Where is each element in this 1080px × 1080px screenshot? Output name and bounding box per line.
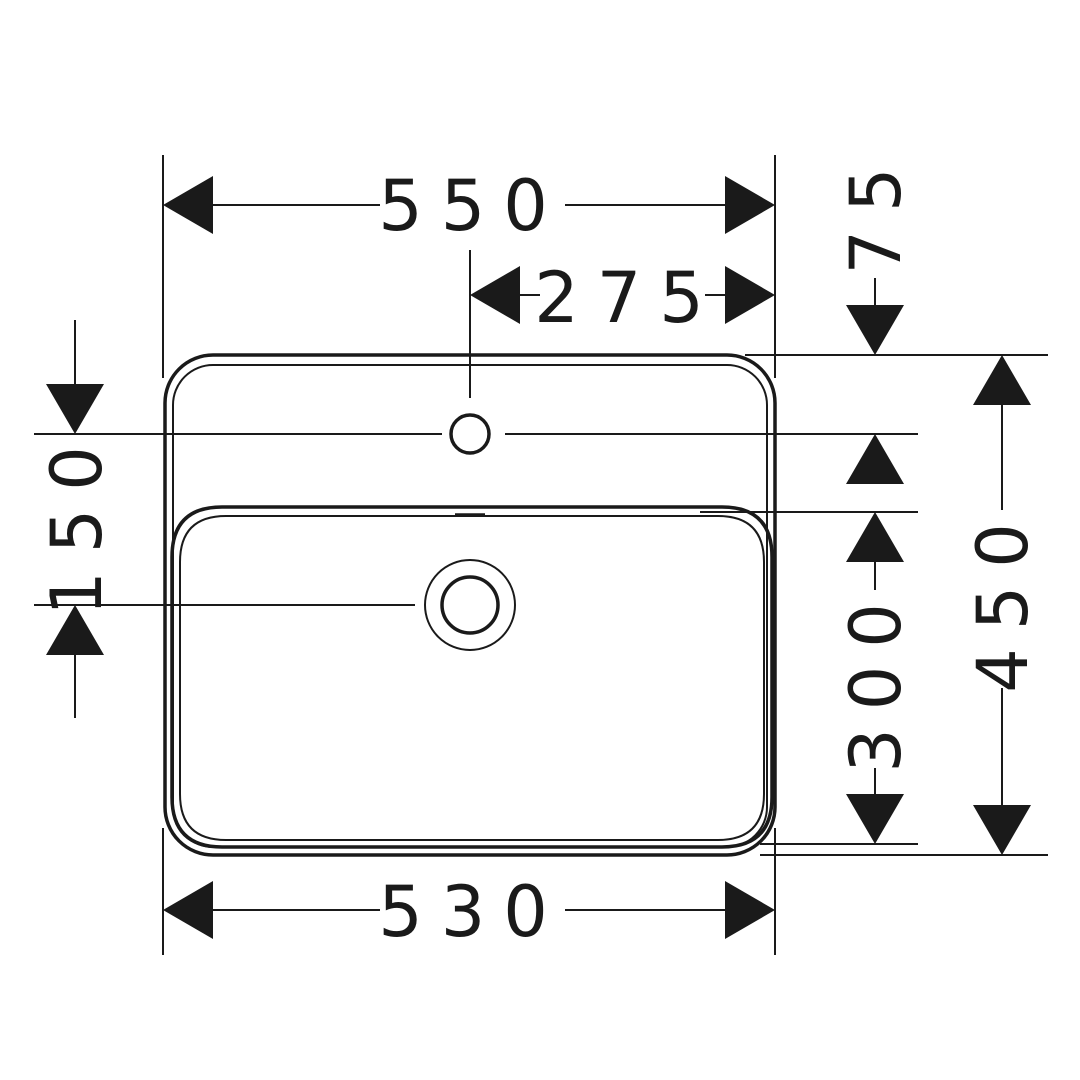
dim-label-bowl-depth: 300	[835, 585, 917, 773]
arrow-right-icon	[725, 266, 775, 324]
dimension-bottom-width: 530	[163, 871, 775, 953]
arrow-down-icon	[46, 384, 104, 434]
arrow-right-icon	[725, 881, 775, 939]
arrow-down-icon	[846, 794, 904, 844]
arrow-down-icon	[973, 805, 1031, 855]
drain-outer-ring	[424, 559, 516, 651]
dimension-tap-to-drain: 150	[36, 320, 118, 718]
arrow-up-icon	[46, 605, 104, 655]
dim-label-total-depth: 450	[962, 505, 1044, 693]
arrow-left-icon	[163, 881, 213, 939]
dim-label-bottom-width: 530	[378, 871, 566, 953]
dimension-bowl-depth: 300	[835, 512, 917, 844]
basin-bowl-inner	[179, 515, 765, 841]
basin-bowl	[170, 505, 774, 849]
extension-lines	[34, 155, 1048, 955]
dimension-total-width: 550	[163, 165, 775, 247]
dim-label-tap-from-back: 75	[835, 149, 917, 274]
tap-hole	[449, 413, 491, 455]
arrow-down-icon	[846, 305, 904, 355]
arrow-up-icon	[846, 434, 904, 484]
dim-label-tap-to-drain: 150	[36, 428, 118, 616]
dimension-total-depth: 450	[962, 355, 1044, 855]
arrow-up-icon	[846, 512, 904, 562]
arrow-left-icon	[163, 176, 213, 234]
drain	[424, 559, 516, 651]
arrow-up-icon	[973, 355, 1031, 405]
dim-label-total-width: 550	[378, 165, 566, 247]
dim-label-tap-offset: 275	[534, 257, 722, 339]
dimension-tap-offset: 275	[470, 257, 775, 339]
arrow-left-icon	[470, 266, 520, 324]
arrow-right-icon	[725, 176, 775, 234]
dimension-tap-from-back: 75	[835, 149, 917, 484]
drain-inner-ring	[440, 575, 500, 635]
